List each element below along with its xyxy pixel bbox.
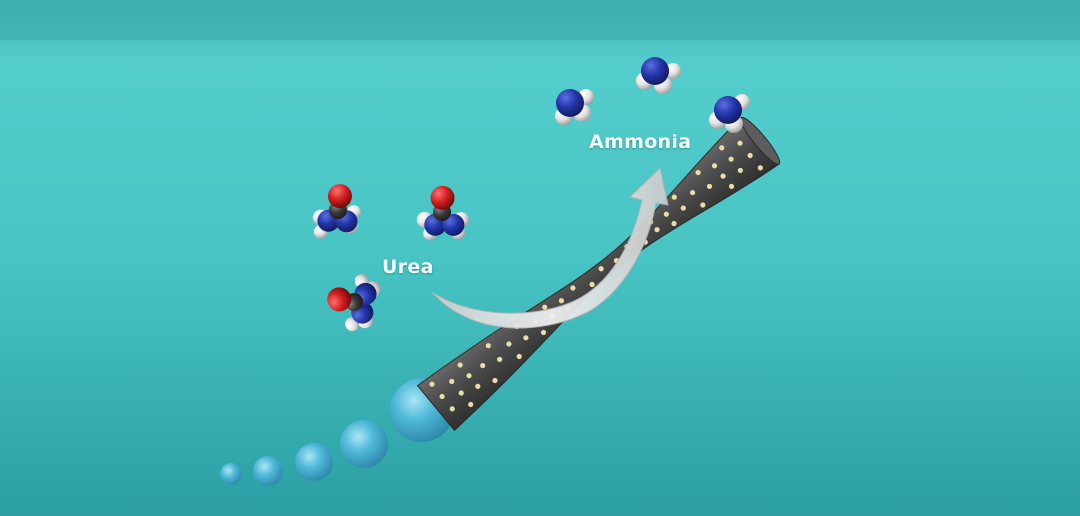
catalyst-dot	[598, 266, 604, 272]
catalyst-dot	[700, 202, 706, 208]
catalyst-dot	[737, 167, 743, 174]
catalyst-dot	[480, 363, 486, 369]
ammonia-label: Ammonia	[589, 131, 692, 153]
catalyst-dot	[516, 353, 522, 360]
catalyst-dot	[458, 390, 464, 396]
bubble-icon	[340, 420, 388, 468]
catalyst-dot	[466, 373, 472, 379]
catalyst-dot	[542, 304, 548, 310]
catalyst-dot	[558, 298, 565, 304]
catalyst-dot	[728, 183, 735, 190]
catalyst-dot	[695, 169, 701, 176]
catalyst-dot	[728, 156, 734, 162]
water-surface-band	[0, 0, 1080, 40]
catalyst-dot	[689, 189, 696, 196]
bubble-icon	[220, 463, 242, 485]
ammonia-molecule-icon	[555, 89, 594, 125]
ammonia-molecule-icon	[709, 94, 750, 133]
catalyst-dot	[429, 381, 435, 387]
catalyst-dot	[449, 378, 455, 385]
urea-label: Urea	[382, 256, 434, 278]
urea-molecule-icon	[416, 185, 469, 241]
urea-molecule-icon	[327, 274, 381, 332]
catalyst-dot	[492, 377, 498, 384]
catalyst-dot	[737, 140, 743, 146]
catalyst-dot	[706, 183, 713, 190]
catalyst-dot	[663, 211, 669, 217]
catalyst-dot	[475, 383, 481, 389]
catalyst-dot	[747, 152, 753, 159]
bubble-trail	[220, 378, 454, 486]
catalyst-dot	[589, 281, 595, 288]
micromotor-opening	[739, 116, 781, 165]
catalyst-dot	[497, 356, 503, 363]
catalyst-dot	[457, 362, 463, 368]
catalyst-dot	[671, 220, 677, 227]
urea-molecule-icon	[312, 184, 361, 239]
catalyst-dot	[523, 335, 529, 341]
catalyst-dot	[540, 329, 547, 336]
catalyst-dot	[570, 285, 576, 291]
catalyst-dot	[506, 341, 512, 347]
bubble-icon	[295, 443, 333, 481]
catalyst-dot	[711, 163, 718, 169]
catalyst-dot	[671, 194, 677, 200]
catalyst-dot	[654, 227, 660, 233]
catalyst-dot	[449, 406, 455, 412]
catalyst-dot	[720, 173, 726, 179]
bubble-icon	[253, 456, 283, 486]
catalyst-dot	[468, 401, 474, 408]
catalyst-dot	[485, 343, 491, 349]
catalyst-dot	[680, 205, 686, 211]
catalyst-dot	[757, 165, 763, 171]
ammonia-molecule-icon	[636, 57, 681, 94]
catalyst-dot	[719, 145, 725, 151]
curved-arrow-icon	[431, 167, 669, 329]
catalyst-dot	[439, 393, 445, 400]
